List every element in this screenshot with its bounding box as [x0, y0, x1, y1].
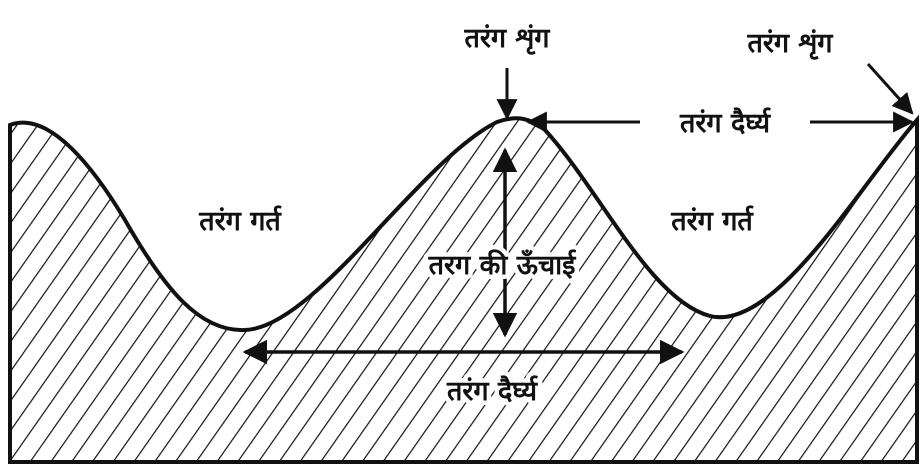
crest-center-label: तरंग शृंग [463, 23, 551, 55]
wave-height-label: तरग की ऊँचाई [428, 249, 577, 281]
crest-right-label: तरंग शृंग [746, 28, 834, 60]
wavelength-bottom-label: तरंग दैर्घ्य [446, 375, 538, 407]
wave-body [8, 114, 919, 464]
trough-left-label: तरंग गर्त [198, 205, 282, 237]
crest-right-pointer [866, 62, 914, 115]
trough-right-label: तरंग गर्त [670, 205, 754, 237]
wavelength-top-label: तरंग दैर्घ्य [679, 107, 771, 139]
